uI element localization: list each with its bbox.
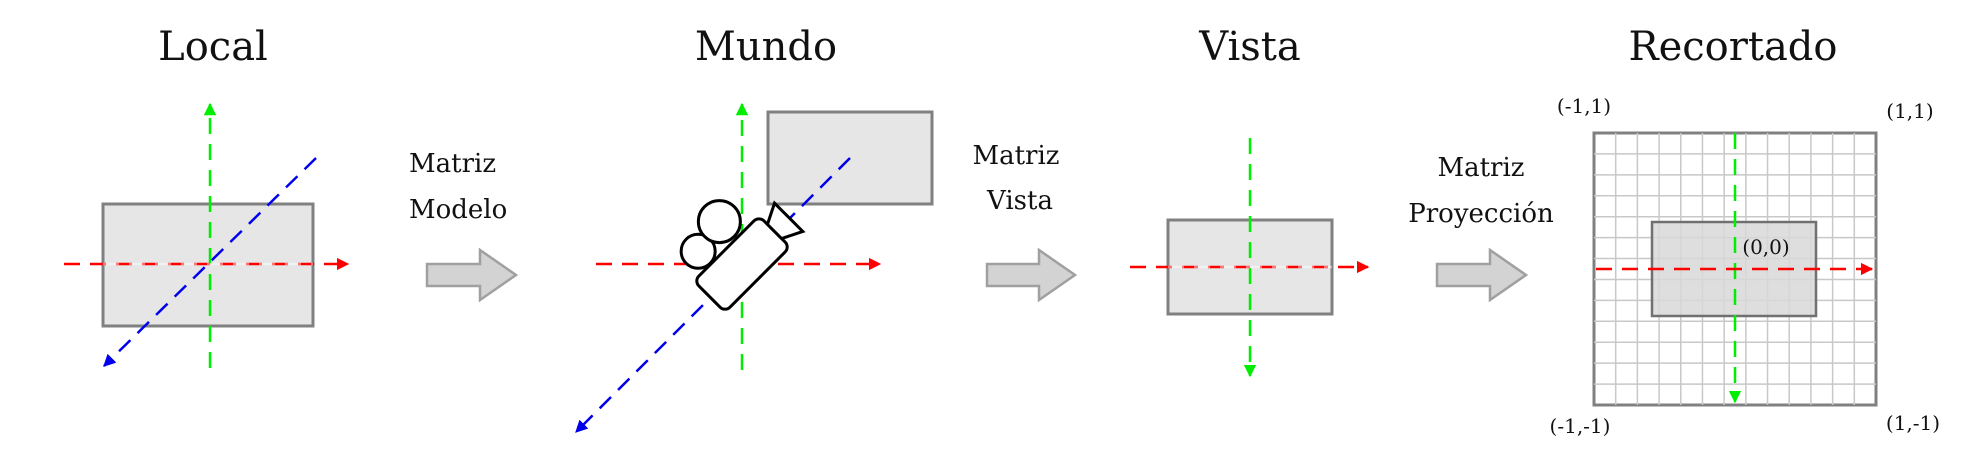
stage-recortado: Recortado (-1,1) (1,1) (-1,-1) (1,-1) (0… <box>1550 24 1941 438</box>
corner-label-top-right: (1,1) <box>1886 99 1933 123</box>
transform-model: Matriz Modelo <box>409 149 519 303</box>
stage-title-vista: Vista <box>1198 24 1300 70</box>
stage-mundo: Mundo <box>575 24 934 433</box>
transform-projection-line1: Matriz <box>1437 153 1524 183</box>
view-process-arrow <box>985 247 1078 303</box>
stage-title-local: Local <box>158 24 268 70</box>
transform-view-line2: Vista <box>986 186 1053 216</box>
corner-label-bottom-left: (-1,-1) <box>1550 414 1611 438</box>
stage-local: Local <box>64 24 350 368</box>
corner-label-top-left: (-1,1) <box>1557 94 1611 118</box>
projection-process-arrow <box>1435 247 1529 303</box>
stage-vista: Vista <box>1130 24 1370 378</box>
model-process-arrow <box>425 247 519 303</box>
transform-model-line1: Matriz <box>409 149 496 179</box>
local-z-axis <box>103 157 317 367</box>
transform-projection-line2: Proyección <box>1408 199 1554 229</box>
corner-label-bottom-right: (1,-1) <box>1886 411 1940 435</box>
video-camera-icon <box>679 199 806 311</box>
transform-view: Matriz Vista <box>972 141 1078 303</box>
stage-title-mundo: Mundo <box>695 24 837 70</box>
center-label: (0,0) <box>1742 235 1789 259</box>
transform-view-line1: Matriz <box>972 141 1059 171</box>
transform-model-line2: Modelo <box>409 195 507 225</box>
transform-projection: Matriz Proyección <box>1408 153 1554 303</box>
stage-title-recortado: Recortado <box>1628 24 1837 70</box>
